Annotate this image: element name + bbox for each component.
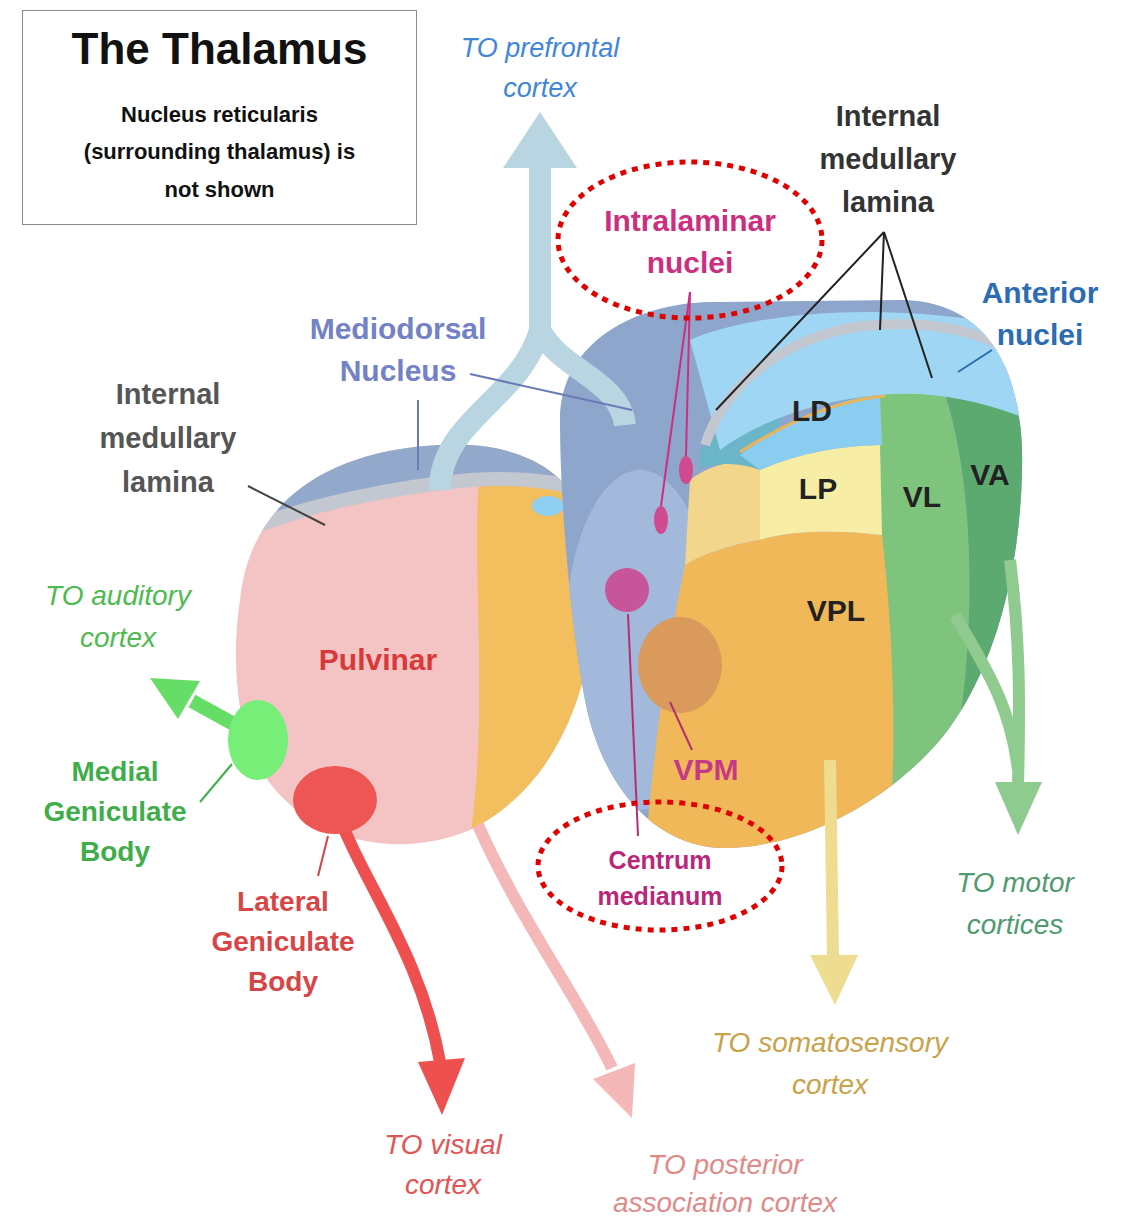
anterior-tip [532, 496, 564, 516]
part-label: Medial Geniculate Body [20, 752, 210, 872]
motor-arrow [955, 560, 1019, 786]
leader-line [200, 764, 232, 802]
arrow-head [995, 782, 1042, 835]
posterior-lobe [220, 420, 620, 870]
arrow-shaft [540, 330, 625, 425]
leader-lines [200, 232, 992, 876]
arrow-head [593, 1063, 635, 1118]
lateral-geniculate-body [293, 766, 377, 834]
part-label: VPM [656, 752, 756, 788]
part-label: Internal medullary lamina [788, 95, 988, 224]
leader-line [880, 232, 884, 330]
title-box: The ThalamusNucleus reticularis (surroun… [22, 10, 417, 225]
leader-line [670, 702, 692, 750]
part-label: VPL [786, 592, 886, 630]
arrow-shaft [955, 615, 1018, 770]
vl-region [870, 382, 1030, 900]
part-label: Lateral Geniculate Body [183, 882, 383, 1002]
part-label: VL [887, 478, 957, 516]
part-label: Centrum medianum [570, 842, 750, 914]
projection-label: TO auditory cortex [8, 575, 228, 659]
arrow-head [503, 112, 577, 168]
projection-label: TO visual cortex [358, 1125, 528, 1205]
leader-line [661, 292, 690, 506]
note-text: Nucleus reticularis (surrounding thalamu… [75, 96, 365, 208]
anterior-region [690, 312, 1030, 450]
arrow-head [810, 955, 858, 1005]
title-text: The Thalamus [33, 23, 406, 76]
part-label: Pulvinar [278, 640, 478, 680]
leader-line [716, 232, 884, 410]
projection-label: TO prefrontal cortex [430, 28, 650, 108]
anterior-lobe [550, 290, 1040, 900]
arrow-head [150, 678, 200, 719]
projection-label: TO posterior association cortex [575, 1146, 875, 1222]
part-label: LP [778, 470, 858, 508]
arrow-head [418, 1058, 465, 1115]
vpm-region [638, 617, 722, 713]
leader-line [417, 400, 419, 470]
highlight-ring [558, 162, 822, 318]
part-label: VA [955, 456, 1025, 494]
vpl-region [640, 532, 893, 900]
leader-line [318, 836, 328, 876]
medullary-lamina [705, 324, 1000, 445]
highlight-ring [538, 802, 782, 930]
part-label: Anterior nuclei [955, 272, 1125, 356]
medial-geniculate-body [228, 700, 288, 780]
centrum-medianum-nucleus [605, 568, 649, 612]
somatosensory-arrow [830, 760, 833, 958]
part-label: Mediodorsal Nucleus [283, 308, 513, 392]
medullary-lamina [235, 479, 600, 535]
arrow-shaft [529, 164, 551, 340]
part-label: Intralaminar nuclei [570, 200, 810, 284]
part-label: LD [772, 392, 852, 430]
part-label: Internal medullary lamina [68, 372, 268, 504]
leader-line [958, 350, 992, 372]
projection-label: TO motor cortices [920, 862, 1110, 946]
intralaminar-nucleus [654, 506, 668, 534]
leader-line [470, 374, 632, 410]
leader-line [248, 486, 325, 525]
pulvinar-region [220, 430, 620, 870]
leader-line [884, 232, 932, 378]
association-arrow [478, 825, 612, 1068]
projection-label: TO somatosensory cortex [685, 1022, 975, 1106]
lp-region [685, 463, 760, 565]
intralaminar-nucleus [679, 456, 693, 484]
